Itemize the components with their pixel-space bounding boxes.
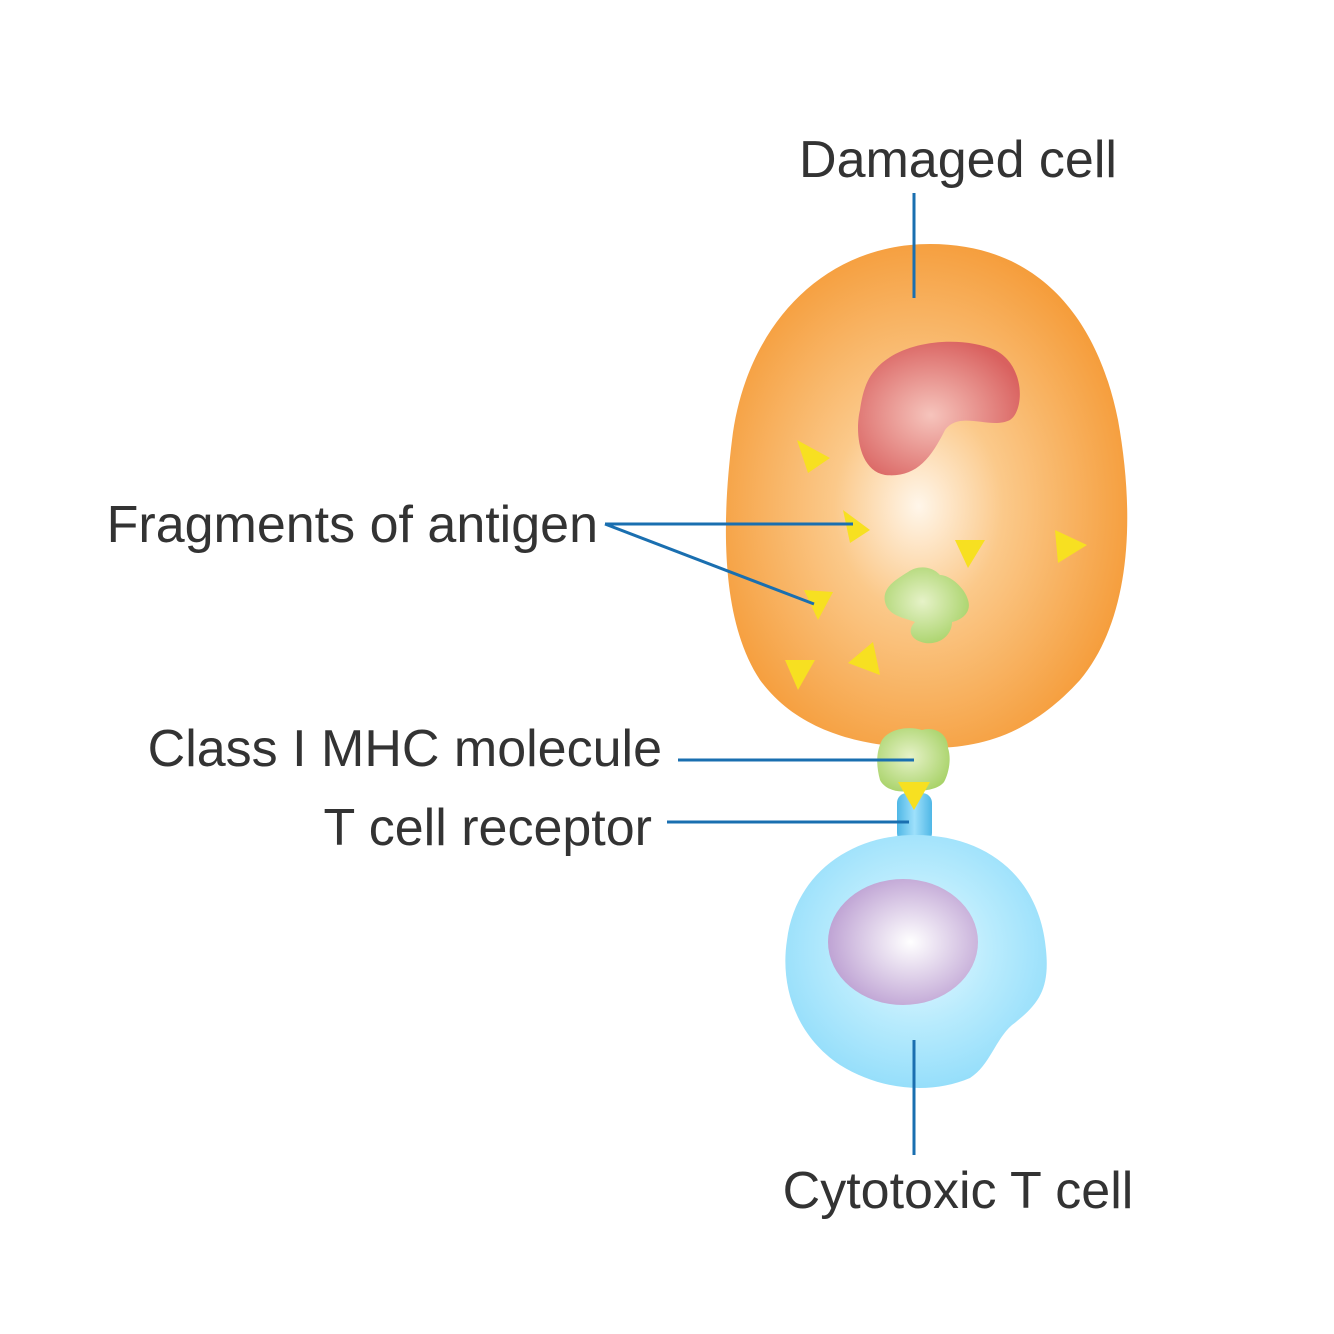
antigen-fragment xyxy=(1055,530,1087,563)
antigen-fragments xyxy=(785,440,1087,690)
leader-line-fragments-b xyxy=(604,522,815,606)
t-cell-nucleus xyxy=(828,879,978,1005)
label-fragments-of-antigen: Fragments of antigen xyxy=(107,496,598,554)
damaged-cell-nucleus xyxy=(858,341,1020,476)
antigen-fragment xyxy=(804,590,833,620)
antigen-fragment xyxy=(797,440,830,473)
antigen-fragment xyxy=(848,642,880,675)
antigen-fragment xyxy=(955,540,985,568)
antigen-fragment xyxy=(785,660,815,690)
label-cytotoxic-t-cell: Cytotoxic T cell xyxy=(783,1162,1134,1220)
label-class-i-mhc: Class I MHC molecule xyxy=(148,720,662,778)
presented-antigen xyxy=(898,782,930,810)
antigen-fragment xyxy=(843,510,870,543)
label-t-cell-receptor: T cell receptor xyxy=(323,799,652,857)
t-cell-receptor xyxy=(897,793,932,843)
damaged-cell-body xyxy=(725,244,1128,748)
leader-lines xyxy=(604,193,916,1155)
internal-mhc-molecule xyxy=(884,567,969,644)
label-damaged-cell: Damaged cell xyxy=(799,131,1117,189)
